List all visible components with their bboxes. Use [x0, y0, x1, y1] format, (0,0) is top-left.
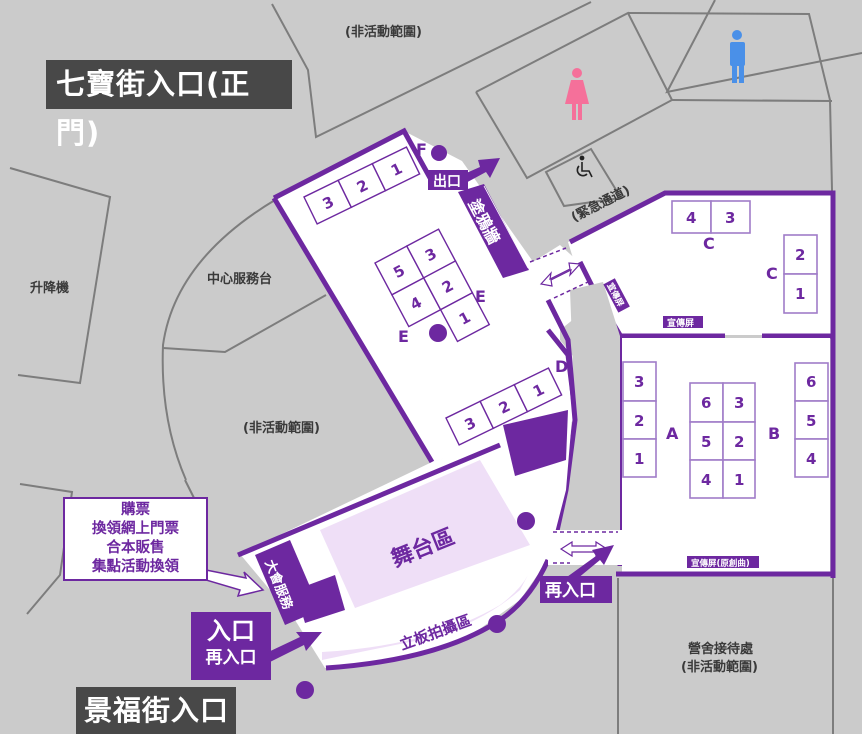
- standee-area: [322, 575, 528, 660]
- svg-text:2: 2: [734, 433, 744, 451]
- main-entrance-tag: 七寶街入口(正門): [46, 60, 292, 150]
- marker-dot: [431, 145, 447, 161]
- svg-text:2: 2: [795, 246, 805, 264]
- svg-text:6: 6: [701, 394, 711, 412]
- stage-area: [320, 460, 530, 608]
- svg-text:1: 1: [795, 285, 805, 303]
- svg-text:1: 1: [734, 471, 744, 489]
- zone-a-label: A: [666, 424, 679, 443]
- stage-block: [503, 410, 568, 476]
- marker-dot: [296, 681, 314, 699]
- zone-e-booths: 5 3 4 2 1: [374, 228, 491, 343]
- promo-screen-label: 宣傳屏: [667, 317, 694, 329]
- svg-text:4: 4: [806, 450, 816, 468]
- svg-text:5: 5: [701, 433, 711, 451]
- zone-c-booths: 4 3 2 1: [671, 200, 818, 314]
- dormitory-sub-label: (非活動範圍): [681, 659, 758, 675]
- non-activity-mid-label: (非活動範圍): [243, 420, 320, 436]
- zone-f-booths: 3 2 1: [303, 146, 421, 225]
- promo-screen-original-label: 宣傳屏(原創曲): [691, 558, 750, 569]
- reentry-label: 再入口: [205, 648, 257, 668]
- male-restroom-icon: [730, 30, 745, 83]
- zone-e-label-right: E: [475, 287, 486, 306]
- dormitory-label: 營舍接待處: [688, 641, 754, 657]
- svg-text:3: 3: [734, 394, 744, 412]
- corridor-upper: [520, 245, 610, 330]
- info-line: 集點活動換領: [92, 559, 179, 575]
- marker-dot: [488, 615, 506, 633]
- info-arrow-icon: [205, 569, 265, 598]
- svg-text:2: 2: [634, 412, 644, 430]
- non-activity-top-label: (非活動範圍): [345, 24, 422, 40]
- zone-b-booths: 3 2 1 6 5 4: [722, 362, 829, 499]
- bidirectional-arrow-icon: [539, 262, 582, 287]
- marker-dot: [429, 324, 447, 342]
- entry-arrow-icon: [262, 632, 322, 664]
- zone-b-label: B: [768, 424, 780, 443]
- reentry-right-tag: [540, 576, 612, 603]
- svg-text:6: 6: [806, 373, 816, 391]
- info-line: 合本販售: [106, 540, 165, 556]
- service-panel: [255, 540, 320, 625]
- info-callout: 購票 換領網上門票 合本販售 集點活動換領: [63, 497, 208, 581]
- svg-text:3: 3: [725, 209, 735, 227]
- reentry-right-label: 再入口: [545, 581, 596, 601]
- exit-tag: [428, 170, 468, 190]
- svg-text:4: 4: [701, 471, 711, 489]
- zone-d-booths: 3 2 1: [445, 367, 563, 446]
- svg-text:1: 1: [634, 450, 644, 468]
- central-service-label: 中心服務台: [207, 271, 272, 287]
- entry-label: 入口: [207, 617, 255, 645]
- svg-text:3: 3: [634, 373, 644, 391]
- svg-text:5: 5: [806, 412, 816, 430]
- elevator-label: 升降機: [30, 280, 69, 296]
- zone-c-label-right: C: [766, 264, 778, 283]
- svg-text:4: 4: [686, 209, 696, 227]
- zone-e-label-left: E: [398, 327, 409, 346]
- info-line: 購票: [121, 502, 150, 518]
- zone-d-label: D: [555, 357, 568, 376]
- wheelchair-icon: [576, 155, 593, 178]
- zone-f-label: F: [416, 140, 427, 159]
- female-restroom-icon: [565, 68, 589, 120]
- side-entrance-tag: 景福街入口: [76, 687, 236, 734]
- promo-screen: [663, 316, 703, 328]
- marker-dot: [517, 512, 535, 530]
- promo-screen-original: [687, 556, 759, 568]
- zone-c-label-top: C: [703, 234, 715, 253]
- exit-label: 出口: [433, 173, 461, 190]
- entry-tag: 入口 再入口: [191, 612, 271, 680]
- info-line: 換領網上門票: [92, 521, 179, 537]
- pillar: [558, 282, 620, 540]
- room-c: [568, 193, 832, 335]
- graffiti-wall: [458, 184, 529, 278]
